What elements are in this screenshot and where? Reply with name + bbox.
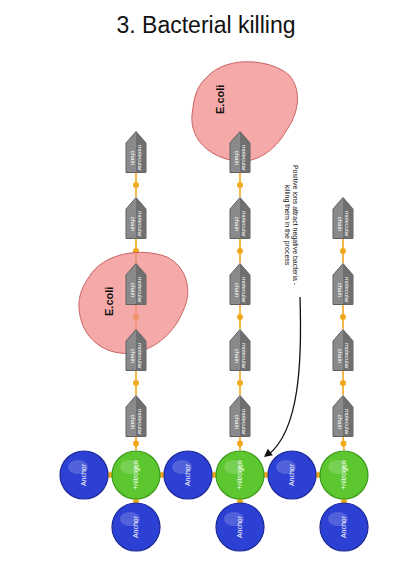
- molecular-chain: molecular chain: [229, 131, 251, 173]
- ion-label: +nitrogen: [132, 453, 140, 497]
- ion-label: Anchor: [80, 453, 88, 497]
- diagram-title: 3. Bacterial killing: [0, 12, 412, 39]
- ion-label: +nitrogen: [236, 453, 244, 497]
- note-holder: Positive ions attract negative bacteria …: [270, 160, 312, 290]
- ion-circle: Anchor: [111, 502, 161, 552]
- bond-link: [237, 305, 243, 329]
- ion-circle: +nitrogen: [319, 450, 369, 500]
- chain-body: [230, 198, 250, 239]
- molecular-chain: molecular chain: [229, 329, 251, 371]
- bond-link: [133, 371, 139, 395]
- bond-link: [340, 239, 346, 263]
- molecular-chain: molecular chain: [229, 197, 251, 239]
- note-text: Positive ions attract negative bacteria …: [283, 161, 299, 289]
- chain-body: [333, 330, 353, 371]
- chain-label: molecular chain: [129, 275, 143, 305]
- circle-body: [268, 451, 316, 499]
- chain-body: [230, 330, 250, 371]
- bond-link: [133, 437, 139, 450]
- circle-body: [320, 503, 368, 551]
- chain-body: [126, 330, 146, 371]
- chain-label: molecular chain: [129, 341, 143, 371]
- ion-label: Anchor: [288, 453, 296, 497]
- bond-link: [237, 173, 243, 197]
- ion-label: Anchor: [236, 505, 244, 549]
- bond-link: [340, 305, 346, 329]
- molecular-chain: molecular chain: [332, 197, 354, 239]
- chain-label: molecular chain: [129, 143, 143, 173]
- chain-body: [230, 264, 250, 305]
- chain-label: molecular chain: [233, 275, 247, 305]
- ion-label: +nitrogen: [340, 453, 348, 497]
- chain-label: molecular chain: [336, 407, 350, 437]
- circle-body: [164, 451, 212, 499]
- chain-body: [126, 264, 146, 305]
- chain-label: molecular chain: [233, 209, 247, 239]
- ion-circle: +nitrogen: [111, 450, 161, 500]
- ion-circle: Anchor: [267, 450, 317, 500]
- bond-link: [341, 437, 347, 450]
- circle-body: [112, 451, 160, 499]
- ion-circle: Anchor: [215, 502, 265, 552]
- chain-body: [333, 198, 353, 239]
- chain-label: molecular chain: [233, 341, 247, 371]
- molecular-chain: molecular chain: [229, 395, 251, 437]
- molecular-chain: molecular chain: [125, 395, 147, 437]
- chain-label: molecular chain: [129, 407, 143, 437]
- bond-link: [237, 437, 243, 450]
- chain-label: molecular chain: [233, 407, 247, 437]
- molecular-chain: molecular chain: [125, 263, 147, 305]
- bacterium-label: E.coli: [214, 69, 227, 129]
- arrow-head: [264, 449, 273, 457]
- chain-body: [230, 132, 250, 173]
- ion-label: Anchor: [340, 505, 348, 549]
- chain-body: [333, 396, 353, 437]
- circle-body: [60, 451, 108, 499]
- molecular-chain: molecular chain: [125, 131, 147, 173]
- circle-body: [112, 503, 160, 551]
- ion-label: Anchor: [132, 505, 140, 549]
- ion-label: Anchor: [184, 453, 192, 497]
- circle-body: [320, 451, 368, 499]
- leader-arrow: [268, 297, 301, 455]
- molecular-chain: molecular chain: [125, 329, 147, 371]
- chain-body: [333, 264, 353, 305]
- chain-body: [230, 396, 250, 437]
- bond-link: [340, 371, 346, 395]
- chain-label: molecular chain: [336, 341, 350, 371]
- bacterium-label: E.coli: [102, 271, 115, 331]
- ion-circle: Anchor: [59, 450, 109, 500]
- chain-body: [126, 396, 146, 437]
- chain-label: molecular chain: [336, 209, 350, 239]
- molecular-chain: molecular chain: [229, 263, 251, 305]
- ion-circle: +nitrogen: [215, 450, 265, 500]
- chain-label: molecular chain: [233, 143, 247, 173]
- circle-body: [216, 451, 264, 499]
- ion-circle: Anchor: [163, 450, 213, 500]
- circle-body: [216, 503, 264, 551]
- ion-circle: Anchor: [319, 502, 369, 552]
- chain-body: [126, 132, 146, 173]
- molecular-chain: molecular chain: [332, 395, 354, 437]
- bond-link: [237, 239, 243, 263]
- chain-label: molecular chain: [336, 275, 350, 305]
- chain-label: molecular chain: [129, 209, 143, 239]
- molecular-chain: molecular chain: [125, 197, 147, 239]
- bond-link: [133, 173, 139, 197]
- bond-link: [237, 371, 243, 395]
- chain-body: [126, 198, 146, 239]
- molecular-chain: molecular chain: [332, 329, 354, 371]
- molecular-chain: molecular chain: [332, 263, 354, 305]
